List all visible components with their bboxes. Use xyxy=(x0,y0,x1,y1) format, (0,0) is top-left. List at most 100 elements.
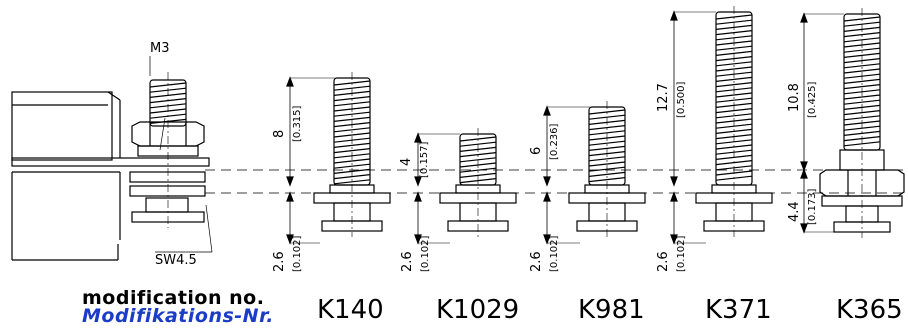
washer-callout-leader xyxy=(205,204,213,253)
mounting-sheet xyxy=(11,157,210,167)
pin-k140-thread-turn xyxy=(333,101,371,107)
k981-thread-dim-arrow-bottom xyxy=(543,176,551,187)
pin-k140-thread-turn xyxy=(333,148,371,154)
pin-k140-thread-turn xyxy=(333,174,371,180)
k371-thread-length-inch: [0.500] xyxy=(676,81,687,118)
assembly-collar xyxy=(145,197,189,213)
pin-k981-thread-turn xyxy=(588,145,626,151)
k140-thread-length: 8 xyxy=(272,130,287,138)
pin-k140-thread-turn xyxy=(333,179,371,185)
pin-k140-thread-turn xyxy=(333,158,371,164)
pin-k981-thread-turn xyxy=(588,156,626,162)
pin-k365-thread-turn xyxy=(843,37,881,43)
pin-k365-thread-turn xyxy=(843,47,881,53)
k365-thread-dim-arrow-bottom xyxy=(800,161,808,172)
pin-k365-thread-turn xyxy=(843,115,881,121)
pin-k1029-thread-turn xyxy=(459,172,497,178)
k981-base-dim-arrow-top xyxy=(543,191,551,202)
pin-k371-thread-turn xyxy=(715,123,753,129)
pin-k371-thread-turn xyxy=(715,82,753,88)
pin-k140-thread-turn xyxy=(333,142,371,148)
k1029-thread-length: 4 xyxy=(399,158,414,166)
k1029-base-dim-arrow-top xyxy=(414,191,422,202)
k365-hex-dim-arrow-top xyxy=(800,168,808,179)
pin-k365-thread-turn xyxy=(843,78,881,84)
k1029-thread-dim-arrow-bottom xyxy=(414,176,422,187)
pin-k140-thread-turn xyxy=(333,96,371,102)
washer-size-label: SW4.5 xyxy=(155,253,197,268)
k981-thread-length-inch: [0.236] xyxy=(549,123,560,160)
pin-k981-thread-turn xyxy=(588,161,626,167)
k981-thread-dim-arrow-top xyxy=(543,105,551,116)
pin-k371-thread-turn xyxy=(715,128,753,134)
pin-k981-thread-turn xyxy=(588,177,626,183)
pin-k140-thread-turn xyxy=(333,111,371,117)
pin-k1029-thread-turn xyxy=(459,167,497,173)
k981-base-dim-arrow-bottom xyxy=(543,234,551,245)
hex-nut xyxy=(131,121,205,147)
k365-thread-dim-arrow-top xyxy=(800,12,808,23)
k140-base-height-inch: [0.102] xyxy=(292,235,303,272)
assembly-washer-upper xyxy=(129,171,206,183)
k1029-base-height: 2.6 xyxy=(400,251,415,272)
k140-base-dim-arrow-top xyxy=(286,191,294,202)
pin-k371-thread-turn xyxy=(715,61,753,67)
pin-k371-thread-turn xyxy=(715,66,753,72)
pin-k981-thread-turn xyxy=(588,140,626,146)
panel-bend xyxy=(107,91,121,101)
k365-thread-length: 10.8 xyxy=(787,83,802,112)
pin-k365-thread-turn xyxy=(843,63,881,69)
k1029-thread-dim-arrow-top xyxy=(414,132,422,143)
pin-k981-thread-turn xyxy=(588,125,626,131)
pin-k981-thread-turn xyxy=(588,130,626,136)
pin-k371-thread-turn xyxy=(715,45,753,51)
pin-k365-thread-turn xyxy=(843,125,881,131)
k1029-base-dim-arrow-bottom xyxy=(414,234,422,245)
pin-k365-thread-turn xyxy=(843,130,881,136)
pin-k365-thread-turn xyxy=(843,84,881,90)
variant-code-k981: K981 xyxy=(578,295,645,325)
pin-k365-thread-turn xyxy=(843,52,881,58)
k365-hex-dim-arrow-bottom xyxy=(800,223,808,234)
k140-base-dim-arrow-bottom xyxy=(286,234,294,245)
k1029-base-height-inch: [0.102] xyxy=(420,235,431,272)
pin-k365-thread-turn xyxy=(843,68,881,74)
variant-code-k371: K371 xyxy=(705,295,772,325)
caption-english: modification no. xyxy=(82,287,265,309)
pin-k371-thread-turn xyxy=(715,97,753,103)
washer-leader-a xyxy=(159,117,166,151)
thread-size-label: M3 xyxy=(150,41,170,56)
k1029-thread-length-inch: [0.157] xyxy=(419,141,430,178)
pin-k365-thread-turn xyxy=(843,110,881,116)
k140-base-height: 2.6 xyxy=(272,251,287,272)
variant-code-k1029: K1029 xyxy=(436,295,519,325)
variant-code-k140: K140 xyxy=(317,295,384,325)
k365-thread-length-inch: [0.425] xyxy=(807,81,818,118)
pin-k371-thread-turn xyxy=(715,113,753,119)
assembly-washer-lower xyxy=(129,185,206,197)
pin-k371-thread-turn xyxy=(715,50,753,56)
k371-base-dim-arrow-bottom xyxy=(670,234,678,245)
k371-base-dim-arrow-top xyxy=(670,191,678,202)
pin-k371-thread-turn xyxy=(715,92,753,98)
k140-thread-dim-arrow-top xyxy=(286,76,294,87)
pin-k371-thread-turn xyxy=(715,76,753,82)
k371-thread-length: 12.7 xyxy=(656,83,671,112)
pin-k140-thread-turn xyxy=(333,116,371,122)
pin-k371-thread-turn xyxy=(715,35,753,41)
pin-k140-thread-turn xyxy=(333,163,371,169)
pin-k365-thread-turn xyxy=(843,99,881,105)
k371-thread-dim-arrow-bottom xyxy=(670,176,678,187)
pin-k981-thread-turn xyxy=(588,171,626,177)
k981-base-height: 2.6 xyxy=(529,251,544,272)
k140-thread-dim-arrow-bottom xyxy=(286,176,294,187)
pin-k1029-thread-turn xyxy=(459,157,497,163)
k981-thread-length: 6 xyxy=(529,147,544,155)
k365-hex-height-inch: [0.173] xyxy=(807,188,818,225)
k371-thread-dim-arrow-top xyxy=(670,10,678,21)
pin-k365-hex xyxy=(819,169,905,197)
panel-block xyxy=(11,91,113,161)
pin-k365-thread-turn xyxy=(843,32,881,38)
pin-k1029-thread-turn xyxy=(459,152,497,158)
